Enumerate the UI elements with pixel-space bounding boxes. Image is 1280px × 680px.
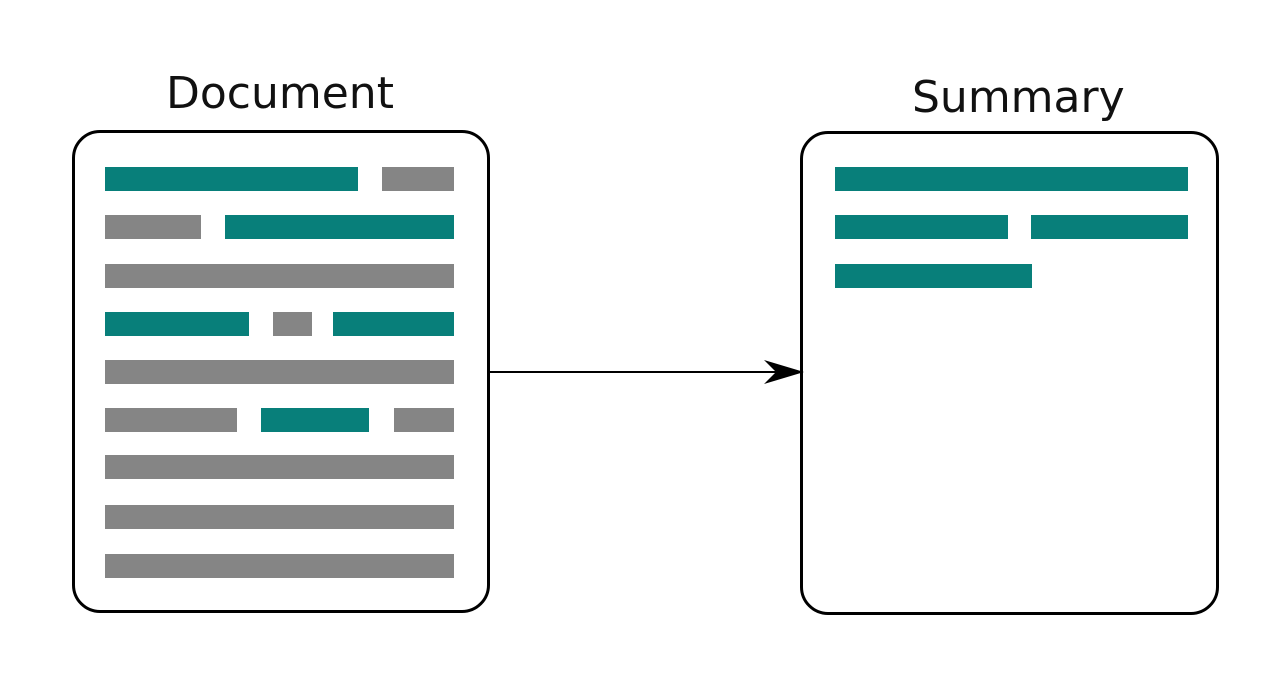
document-line-4-segment-3-key bbox=[333, 312, 454, 336]
document-line-6-segment-3-other bbox=[394, 408, 454, 432]
document-line-1-segment-2-other bbox=[382, 167, 454, 191]
summary-title: Summary bbox=[912, 72, 1125, 123]
document-line-2-segment-1-other bbox=[105, 215, 201, 239]
summary-line-2-segment-1-key bbox=[835, 215, 1008, 239]
summary-line-2-segment-2-key bbox=[1031, 215, 1188, 239]
document-line-4-segment-2-other bbox=[273, 312, 312, 336]
arrow-head bbox=[764, 360, 804, 384]
summary-line-3-segment-1-key bbox=[835, 264, 1032, 288]
document-line-7-segment-1-other bbox=[105, 455, 454, 479]
summary-panel bbox=[800, 131, 1219, 615]
document-line-4-segment-1-key bbox=[105, 312, 249, 336]
summary-line-1-segment-1-key bbox=[835, 167, 1188, 191]
document-line-8-segment-1-other bbox=[105, 505, 454, 529]
document-line-5-segment-1-other bbox=[105, 360, 454, 384]
document-line-6-segment-1-other bbox=[105, 408, 237, 432]
document-line-6-segment-2-key bbox=[261, 408, 369, 432]
document-line-1-segment-1-key bbox=[105, 167, 358, 191]
document-title: Document bbox=[166, 68, 394, 119]
document-line-9-segment-1-other bbox=[105, 554, 454, 578]
document-line-2-segment-2-key bbox=[225, 215, 454, 239]
document-line-3-segment-1-other bbox=[105, 264, 454, 288]
